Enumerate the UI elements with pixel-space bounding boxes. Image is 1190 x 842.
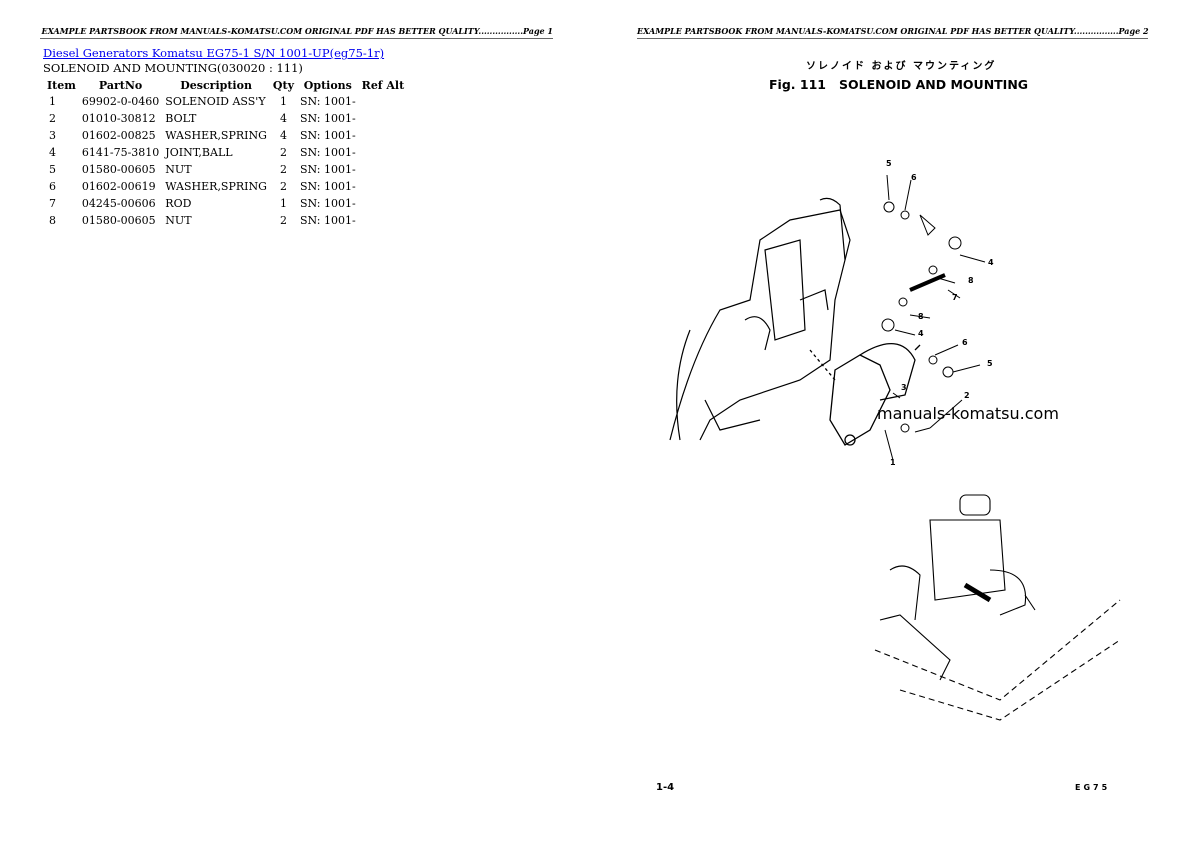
table-cell-item: 3 [49,129,56,142]
solenoid-assembly [809,342,921,446]
callout-label: 1 [890,458,896,467]
column-header: Item [47,78,76,92]
small-parts [881,174,986,461]
breadcrumb-category-link[interactable]: Diesel Generators Komatsu [43,46,203,60]
table-row: 1 69902-0-0460 SOLENOID ASS'Y 1 SN: 1001- [44,93,407,110]
table-cell-description: SOLENOID ASS'Y [165,95,266,108]
figure-title-japanese: ソレノイド および マウンティング [806,61,997,72]
column-header: PartNo [98,78,143,92]
table-cell-qty: 2 [279,180,287,193]
callout-label: 6 [911,173,917,182]
column-header: Description [180,78,252,92]
table-cell-description: WASHER,SPRING [165,129,267,142]
table-cell-partno: 01602-00825 [81,129,156,142]
table-cell-item: 1 [49,95,56,108]
figure-title: Fig. 111 SOLENOID AND MOUNTING [769,77,1029,92]
table-cell-options: SN: 1001- [299,146,356,159]
table-cell-description: BOLT [165,112,197,125]
table-cell-item: 8 [49,214,56,227]
page-header-1: EXAMPLE PARTSBOOK FROM MANUALS-KOMATSU.C… [40,26,553,39]
column-header: Qty [272,78,294,92]
column-header: Options [303,78,352,92]
page-header-2: EXAMPLE PARTSBOOK FROM MANUALS-KOMATSU.C… [637,26,1149,39]
table-cell-qty: 4 [279,129,287,142]
table-cell-qty: 1 [279,197,287,210]
table-cell-partno: 6141-75-3810 [81,146,160,159]
table-cell-options: SN: 1001- [299,129,356,142]
table-cell-description: WASHER,SPRING [165,180,267,193]
table-cell-description: NUT [165,214,192,227]
table-cell-item: 6 [49,180,56,193]
table-cell-item: 5 [49,163,56,176]
callout-label: 6 [962,338,968,347]
table-cell-description: ROD [165,197,192,210]
model-code: EG75 [1075,783,1111,792]
table-cell-partno: 01580-00605 [81,163,156,176]
table-cell-qty: 4 [279,112,287,125]
table-row: 2 01010-30812 BOLT 4 SN: 1001- [44,110,407,127]
table-cell-partno: 01010-30812 [81,112,156,125]
table-cell-options: SN: 1001- [299,214,356,227]
table-cell-options: SN: 1001- [299,112,356,125]
table-row: 5 01580-00605 NUT 2 SN: 1001- [44,161,407,178]
table-cell-options: SN: 1001- [299,163,356,176]
table-cell-description: NUT [165,163,192,176]
table-cell-partno: 04245-00606 [81,197,156,210]
table-cell-qty: 1 [279,95,287,108]
table-row: 8 01580-00605 NUT 2 SN: 1001- [44,212,407,229]
generator-overview [874,494,1121,721]
table-cell-item: 7 [49,197,56,210]
table-row: 4 6141-75-3810 JOINT,BALL 2 SN: 1001- [44,144,407,161]
callout-labels: 5 6 4 8 7 8 4 6 5 3 2 1 [886,159,994,467]
table-cell-qty: 2 [279,163,287,176]
callout-label: 5 [886,159,892,168]
callout-label: 5 [987,359,993,368]
table-row: 6 01602-00619 WASHER,SPRING 2 SN: 1001- [44,178,407,195]
callout-label: 3 [901,383,907,392]
table-cell-options: SN: 1001- [299,197,356,210]
table-header-row: Item PartNo Description Qty Options Ref Alt [44,77,407,93]
breadcrumb-model-link[interactable]: EG75-1 S/N 1001-UP(eg75-1r) [206,46,385,60]
table-cell-partno: 01580-00605 [81,214,156,227]
page-number: 1-4 [656,782,675,793]
table-cell-item: 4 [49,146,56,159]
callout-label: 8 [968,276,974,285]
table-cell-description: JOINT,BALL [165,146,233,159]
callout-label: 4 [918,329,924,338]
table-row: 3 01602-00825 WASHER,SPRING 4 SN: 1001- [44,127,407,144]
breadcrumb: Diesel Generators Komatsu EG75-1 S/N 100… [43,46,384,60]
callout-label: 8 [918,312,924,321]
table-cell-partno: 69902-0-0460 [81,95,160,108]
table-cell-qty: 2 [279,214,287,227]
table-row: 7 04245-00606 ROD 1 SN: 1001- [44,195,407,212]
watermark: manuals-komatsu.com [877,404,1059,423]
table-cell-qty: 2 [279,146,287,159]
table-cell-partno: 01602-00619 [81,180,156,193]
table-cell-options: SN: 1001- [299,95,356,108]
column-header: Ref Alt [361,78,405,92]
table-cell-item: 2 [49,112,56,125]
callout-label: 7 [952,293,958,302]
engine-outline [669,197,851,441]
callout-label: 2 [964,391,970,400]
callout-label: 4 [988,258,994,267]
table-cell-options: SN: 1001- [299,180,356,193]
parts-table: Item PartNo Description Qty Options Ref Alt 1… [44,77,407,229]
section-title: SOLENOID AND MOUNTING(030020 : 111) [43,61,303,75]
